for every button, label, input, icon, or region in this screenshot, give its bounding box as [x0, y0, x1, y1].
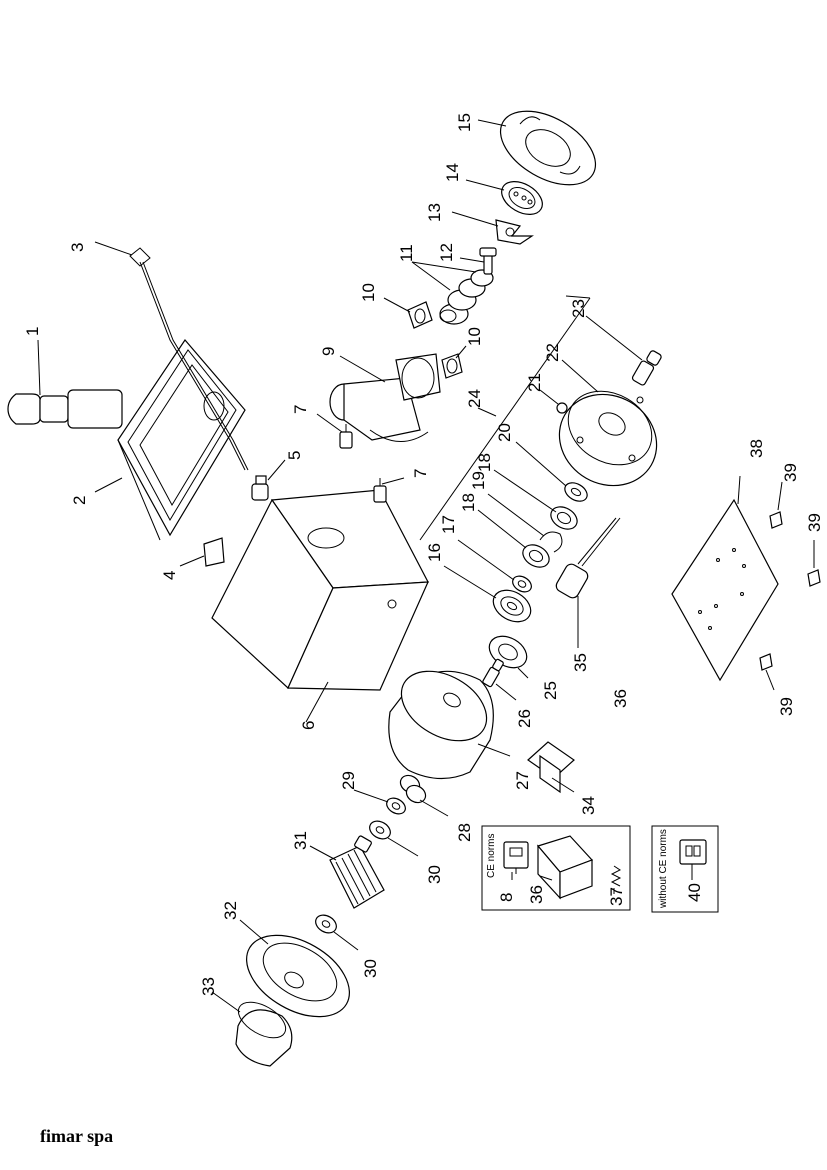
callout-4: 4 — [160, 571, 179, 580]
callout-13: 13 — [425, 203, 444, 222]
callout-32: 32 — [221, 901, 240, 920]
callout-30b: 30 — [361, 959, 380, 978]
callout-19: 19 — [469, 471, 488, 490]
callout-24: 24 — [465, 389, 484, 408]
part-26-pinion — [482, 658, 504, 688]
callout-30a: 30 — [425, 865, 444, 884]
part-27-motor-housing — [388, 670, 494, 780]
part-23-shaft — [631, 350, 662, 386]
callout-17: 17 — [439, 515, 458, 534]
ce-norms-box: CE norms 8 36 37 — [481, 825, 631, 911]
part-35-capacitor — [555, 517, 621, 599]
part-13-knife — [495, 219, 534, 245]
without-ce-norms-box: without CE norms 40 — [651, 825, 719, 913]
callout-23: 23 — [569, 299, 588, 318]
callout-10b: 10 — [465, 327, 484, 346]
part-38-base-plate — [671, 498, 779, 682]
callout-37: 37 — [607, 887, 626, 906]
part-34-bracket — [527, 741, 575, 794]
part-14-plate — [501, 181, 543, 215]
callout-3: 3 — [68, 243, 87, 252]
part-9-grinder-head — [329, 353, 441, 442]
part-39-foot-a — [769, 511, 783, 529]
part-30-bearing-a — [369, 820, 391, 840]
part-24-guide-line — [419, 297, 591, 541]
callout-9: 9 — [319, 347, 338, 356]
callout-22: 22 — [543, 343, 562, 362]
callout-39b: 39 — [805, 513, 824, 532]
part-40-switch — [679, 839, 707, 865]
part-20-seal — [564, 482, 588, 502]
part-37-spring — [610, 865, 622, 887]
callout-38: 38 — [747, 439, 766, 458]
without-ce-norms-label: without CE norms — [658, 829, 669, 909]
callout-15: 15 — [455, 113, 474, 132]
part-21-plug — [556, 402, 568, 414]
callout-29: 29 — [339, 771, 358, 790]
brand-footer: fimar spa — [40, 1126, 114, 1146]
part-28-pinion — [399, 774, 427, 804]
callout-28: 28 — [455, 823, 474, 842]
ce-norms-label: CE norms — [486, 834, 497, 878]
callout-7a: 7 — [291, 405, 310, 414]
callout-40: 40 — [685, 883, 704, 902]
callout-8: 8 — [497, 893, 516, 902]
callout-2: 2 — [70, 496, 89, 505]
part-39-foot-c — [759, 653, 773, 671]
callout-34: 34 — [579, 796, 598, 815]
callout-5: 5 — [285, 451, 304, 460]
part-2-tray — [117, 339, 246, 541]
callout-21: 21 — [525, 373, 544, 392]
part-19-circlip — [539, 531, 563, 553]
callout-26: 26 — [515, 709, 534, 728]
callout-16: 16 — [425, 543, 444, 562]
part-39-foot-b — [807, 569, 821, 587]
part-32-end-cap — [246, 934, 350, 1018]
part-1-pusher — [7, 389, 123, 429]
callout-25: 25 — [541, 681, 560, 700]
part-29-bearing — [386, 797, 406, 815]
part-10-bush-b — [441, 353, 463, 379]
callout-18b: 18 — [475, 453, 494, 472]
callout-36b: 36 — [527, 885, 546, 904]
callout-27: 27 — [513, 771, 532, 790]
part-33-fan-cover — [235, 1001, 293, 1067]
callout-18a: 18 — [459, 493, 478, 512]
callout-39a: 39 — [781, 463, 800, 482]
callout-10a: 10 — [359, 283, 378, 302]
part-22-gearbox-cover — [558, 390, 658, 487]
callout-14: 14 — [443, 163, 462, 182]
part-18-bearing-a — [522, 544, 550, 568]
part-3-power-cable — [129, 247, 249, 471]
part-6-housing — [211, 489, 429, 691]
part-31-rotor — [329, 835, 385, 909]
callout-35: 35 — [571, 653, 590, 672]
callout-11: 11 — [397, 244, 416, 262]
part-5-cable-gland — [251, 475, 269, 501]
callout-31: 31 — [291, 831, 310, 850]
callout-7b: 7 — [411, 469, 430, 478]
part-36-relay — [536, 835, 594, 900]
part-10-bush-a — [407, 301, 433, 329]
part-8-switch — [503, 841, 529, 874]
part-30-bearing-b — [315, 914, 337, 934]
part-4-plate — [203, 537, 225, 567]
callout-20: 20 — [495, 423, 514, 442]
callout-33: 33 — [199, 977, 218, 996]
callout-12: 12 — [437, 243, 456, 262]
callout-36a: 36 — [611, 689, 630, 708]
part-11-auger — [439, 269, 494, 325]
part-7-stud-b — [373, 478, 387, 503]
callout-6: 6 — [299, 721, 318, 730]
part-15-ring-nut — [499, 110, 597, 186]
part-16-gear — [492, 589, 532, 623]
part-7-stud-a — [339, 424, 353, 449]
part-12-pin — [479, 247, 497, 275]
callout-39c: 39 — [777, 697, 796, 716]
callout-1: 1 — [23, 327, 42, 336]
part-18-bearing-b — [550, 506, 578, 530]
